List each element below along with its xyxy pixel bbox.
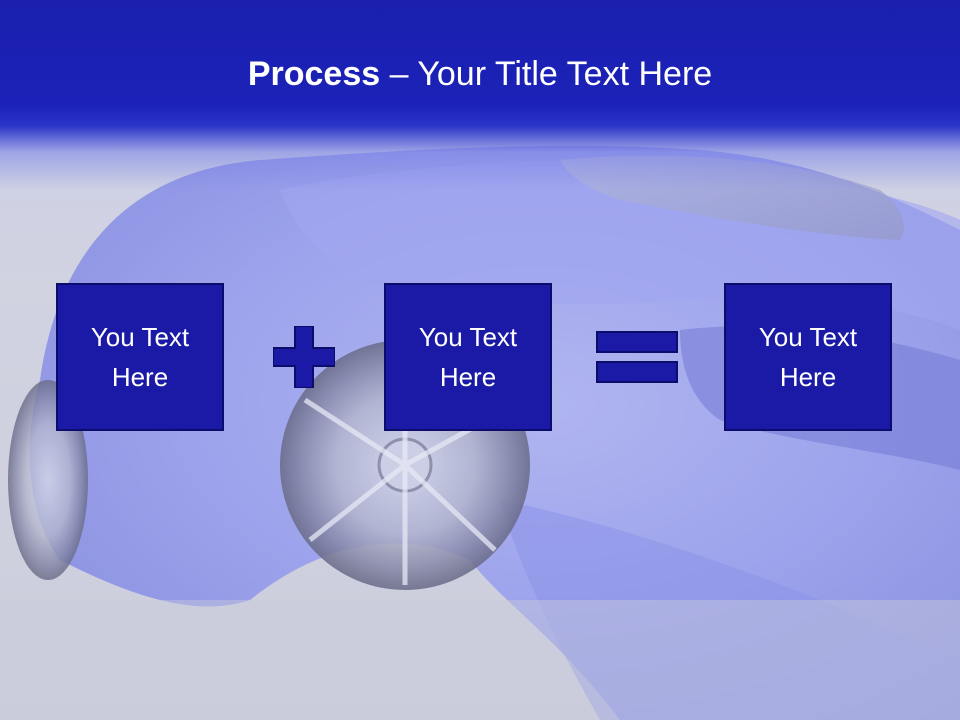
title-regular-part: – Your Title Text Here xyxy=(380,55,713,93)
plus-icon xyxy=(273,326,335,388)
process-box-3[interactable]: You Text Here xyxy=(724,283,892,431)
process-box-1-text: You Text Here xyxy=(90,322,190,392)
process-box-1[interactable]: You Text Here xyxy=(56,283,224,431)
title-bold-part: Process xyxy=(247,55,381,93)
process-box-2-text: You Text Here xyxy=(418,322,518,392)
title-band xyxy=(0,0,960,190)
equals-icon xyxy=(596,331,678,383)
process-box-3-text: You Text Here xyxy=(758,322,858,392)
car-lower-panel xyxy=(500,500,960,720)
slide-title[interactable]: Process – Your Title Text Here xyxy=(0,52,960,96)
process-box-2[interactable]: You Text Here xyxy=(384,283,552,431)
road-haze xyxy=(0,600,960,720)
